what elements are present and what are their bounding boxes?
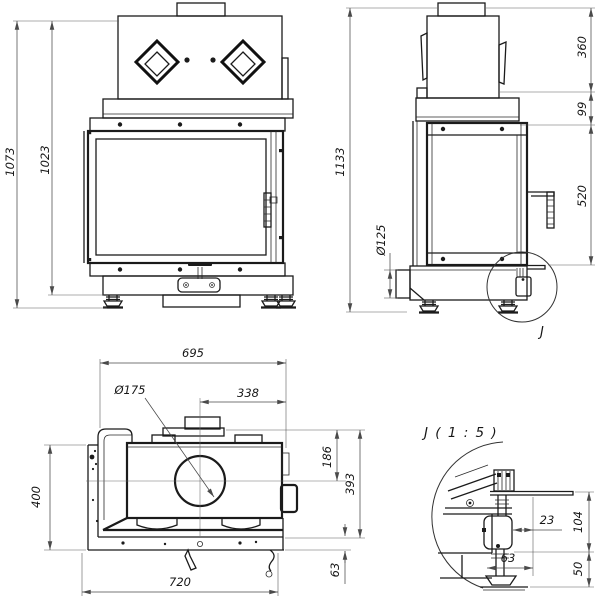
detail-shelf [490,490,574,496]
side-handle [527,191,555,229]
door-frame [86,129,285,265]
foot-front-right2 [275,295,297,309]
dim-side-hood-height: 360 [575,36,589,58]
foot-side-front [418,300,440,314]
door-handle [263,192,278,228]
detail-air-valve [483,515,513,550]
firebox-side [425,121,529,267]
foot-side-back [497,300,519,314]
top-view: 695 338 Ø175 186 393 400 720 63 [29,346,365,596]
dim-side-collar-height: 99 [575,102,589,117]
front-view-dimensions: 1073 1023 [3,20,119,309]
top-view-dimensions: 695 338 Ø175 186 393 400 720 63 [29,346,365,596]
detail-view: J ( 1 : 5 ) [421,425,594,591]
air-control-plate [177,277,221,293]
detail-dimensions: 23 104 63 50 [487,491,594,588]
decor-diamond-right-icon [219,38,267,86]
corner-chamfer-plan [102,517,128,531]
dim-plan-flue-offset: 338 [237,386,259,400]
foot-front-left [102,295,124,309]
side-frame-outer [97,428,133,520]
side-view-dimensions: 1133 360 99 520 Ø125 J [333,7,595,340]
collar-band-front [102,98,294,119]
detail-geometry [438,464,574,591]
dim-plan-body-depth: 393 [343,473,357,495]
dim-front-total-height: 1073 [3,147,17,176]
collar-band-side [415,97,520,122]
dim-plan-total-depth: 400 [29,486,43,508]
detail-foot [480,549,528,591]
decor-diamond-left-icon [133,38,181,86]
base-shelf-side [527,264,546,270]
plinth-box-front [162,294,241,308]
detail-circle-J [486,251,558,323]
dim-front-body-height: 1023 [38,145,52,174]
dim-detail-foot-offset: 63 [501,551,516,565]
hook-plan [268,549,275,572]
body-plan [125,441,284,520]
flue-stub-side [437,2,486,17]
dim-side-glass-height: 520 [575,185,589,207]
air-valve-side [515,276,532,297]
flue-stub-front [176,2,226,17]
side-view: 1133 360 99 520 Ø125 J [333,2,595,340]
dim-side-total-height: 1133 [333,147,347,176]
side-view-geometry [395,2,558,323]
front-view: 1073 1023 [3,2,297,309]
base-box-side [409,265,528,301]
knob-left [184,57,190,63]
detail-boundary-arc [431,441,504,589]
dim-detail-valve-width: 23 [540,513,555,527]
dim-detail-foot-height: 50 [571,562,585,577]
front-view-geometry [83,2,297,309]
air-inlet-pipe [395,269,411,299]
hood-box-side [426,15,500,99]
flue-leader-line [144,397,215,498]
latch-tab-plan [184,548,197,571]
door-glass [95,138,267,256]
flue-stub-plan [184,416,221,430]
side-bracket-plan [279,483,299,514]
knob-right [210,57,216,63]
dim-plan-body-width: 695 [182,346,204,360]
detail-mark-label: J [537,325,544,340]
detail-view-title: J ( 1 : 5 ) [421,425,498,441]
dim-plan-flue-center-depth: 186 [320,446,334,468]
dim-side-air-inlet: Ø125 [374,224,388,256]
dim-plan-flue-diameter: Ø175 [113,383,145,397]
dim-detail-upper-height: 104 [571,511,585,533]
top-view-geometry [86,398,346,578]
dim-plan-base-lip: 63 [328,563,342,578]
dim-plan-base-width: 720 [169,575,191,589]
